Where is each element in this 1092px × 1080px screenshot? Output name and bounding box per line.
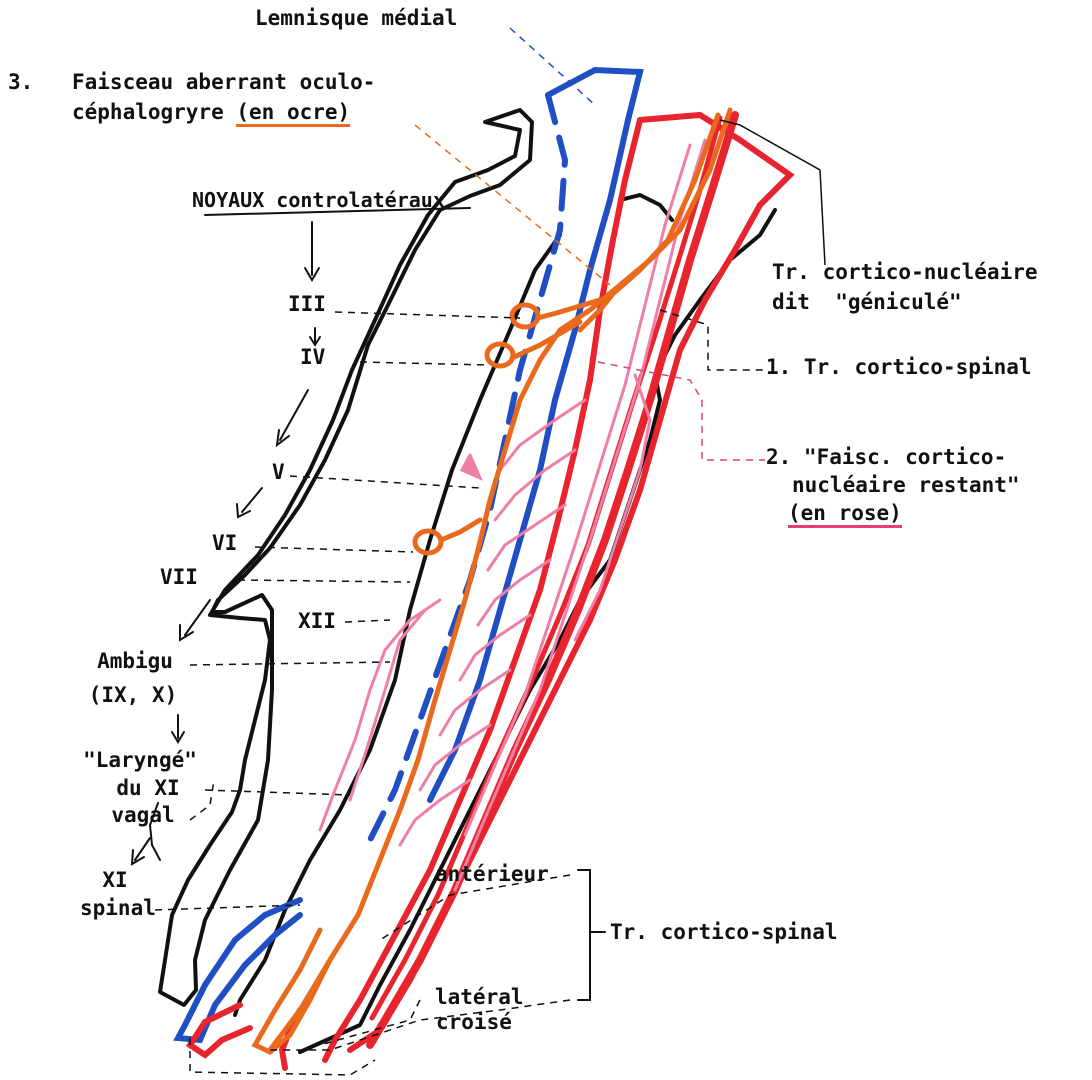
label-xi: XI	[80, 868, 150, 893]
label-spinal: spinal	[80, 896, 156, 921]
label-nucleus-vii: VII	[160, 565, 198, 590]
label-nucleus-iv: IV	[300, 345, 325, 370]
label-du-xi: du XI	[88, 776, 208, 801]
label-nucleaire-restant: nucléaire restant"	[792, 473, 1020, 498]
label-anterieur: antérieur	[435, 862, 549, 887]
label-faisceau-line2-text: céphalogryre	[72, 100, 236, 124]
label-croise: croisé	[436, 1010, 512, 1035]
leader-lines-colored	[415, 28, 765, 460]
label-en-rose-text: (en rose)	[788, 501, 902, 528]
label-faisceau-line1: Faisceau aberrant oculo-	[72, 70, 375, 95]
label-larynge: "Laryngé"	[70, 748, 210, 773]
label-tr-cortico-spinal-bottom: Tr. cortico-spinal	[610, 920, 838, 945]
label-vagal: vagal	[88, 803, 198, 828]
label-lateral: latéral	[435, 985, 524, 1010]
label-en-rose: (en rose)	[788, 501, 902, 526]
label-dit-geniculate: dit "géniculé"	[772, 290, 962, 315]
label-ambigu-nerves: (IX, X)	[78, 683, 188, 708]
label-tr-cortico-spinal-1: 1. Tr. cortico-spinal	[766, 355, 1032, 380]
label-lemnisque-medial: Lemnisque médial	[255, 6, 457, 31]
label-tr-cortico-nucleaire: Tr. cortico-nucléaire	[772, 260, 1038, 285]
label-en-ocre: (en ocre)	[236, 100, 350, 127]
label-nucleus-vi: VI	[212, 531, 237, 556]
label-noyaux-controlateraux: NOYAUX controlatéraux	[192, 188, 445, 213]
aberrant-oculocephalogyric-tract	[255, 110, 730, 1052]
label-ambigu: Ambigu	[80, 649, 190, 674]
label-item-number-3: 3.	[8, 70, 33, 95]
label-faisc-cortico-2: 2. "Faisc. cortico-	[766, 445, 1006, 470]
label-nucleus-v: V	[272, 460, 285, 485]
label-faisceau-line2: céphalogryre (en ocre)	[72, 100, 350, 125]
label-nucleus-iii: III	[288, 292, 326, 317]
label-nucleus-xii: XII	[298, 609, 336, 634]
